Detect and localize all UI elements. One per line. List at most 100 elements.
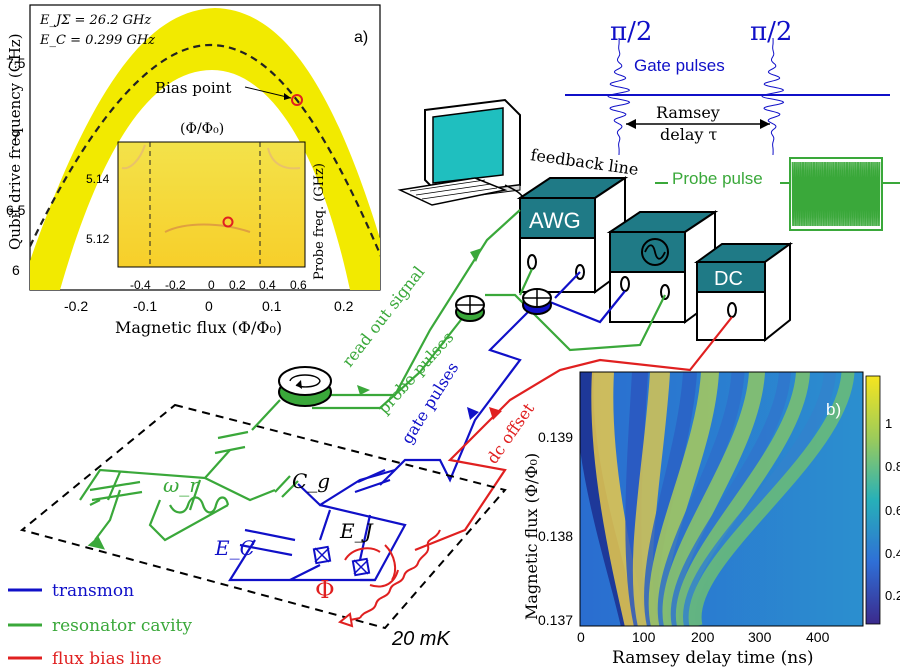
- instrument-dc: DC: [693, 242, 794, 343]
- legend-resonator: resonator cavity: [52, 616, 192, 636]
- bias-point-marker: [291, 94, 303, 106]
- inset-plot: (Φ/Φ₀) 5.14 5.12 -0.4 -0.2 0 0.2 0.4 0.6…: [86, 121, 327, 292]
- xtick-0-2: 0.2: [334, 298, 354, 314]
- legend: transmon resonator cavity flux bias line: [8, 581, 192, 669]
- cbar-tick: 0.4: [885, 546, 900, 561]
- inset-right-branch: [267, 147, 301, 170]
- probe-route: [312, 301, 476, 410]
- circulator: [278, 366, 332, 407]
- cryostat-boundary: [19, 403, 507, 630]
- ramsey-fringes: [580, 372, 855, 626]
- panel-b-yticks: 0.139 0.138 0.137: [538, 429, 573, 628]
- inset-bias-marker: [222, 216, 234, 228]
- flux-line: [414, 316, 733, 552]
- gate-source-link: [544, 290, 626, 324]
- inset-left-branch: [121, 144, 146, 170]
- monitor-screen: [432, 107, 504, 184]
- pi-half-left: π/2: [610, 17, 652, 47]
- inset-xtick: -0.2: [165, 278, 186, 292]
- readout-line: [330, 209, 521, 397]
- ytick-7-5: 7.5: [6, 55, 26, 71]
- pulse-diagram: π/2 π/2 Gate pulses Ramsey delay τ Probe…: [529, 17, 900, 231]
- signal-lines: [312, 209, 733, 552]
- pi-half-right: π/2: [750, 17, 792, 47]
- cbar-tick: 1: [885, 416, 892, 431]
- ramsey-delay-label: delay τ: [660, 125, 717, 144]
- ramsey-arrow-left: [626, 119, 636, 129]
- resonator-circuit: [79, 399, 281, 550]
- dashed-spectrum-curve: [30, 43, 380, 257]
- awg-port-1: [527, 254, 537, 270]
- cg-label: C_g: [292, 469, 330, 493]
- fringe-band: [632, 372, 670, 626]
- colorbar-ticks: 1 0.8 0.6 0.4 0.2: [885, 416, 900, 603]
- panel-b-ylabel: Magnetic flux (Φ/Φ₀): [522, 453, 541, 620]
- gate-pulses-label: Gate pulses: [634, 56, 725, 75]
- inset-xtick: 0.6: [290, 278, 307, 292]
- panel-a-xlabel: Magnetic flux (Φ/Φ₀): [115, 318, 282, 337]
- ej-annotation: E_JΣ = 26.2 GHz: [39, 13, 151, 28]
- panel-b: 1 0.8 0.6 0.4 0.2 b) 0.139 0.138 0.137 M…: [522, 371, 900, 668]
- fringe-band: [688, 372, 855, 626]
- phi-label: Φ: [315, 576, 335, 604]
- ramsey-arrow-right: [760, 119, 770, 129]
- xtick-400: 400: [806, 629, 830, 645]
- ytick-0-138: 0.138: [538, 528, 573, 544]
- panel-b-frame: [579, 371, 864, 627]
- xtick-300: 300: [748, 629, 772, 645]
- xtick-0: 0: [577, 629, 585, 645]
- probe-source-link: [485, 293, 666, 352]
- panel-a-label: a): [354, 29, 368, 46]
- mixer-blue: [522, 288, 552, 315]
- legend-flux: flux bias line: [52, 649, 162, 669]
- inset-frame: [117, 141, 306, 268]
- keyboard-keys: [409, 179, 498, 200]
- ytick-6: 6: [12, 262, 20, 278]
- xtick-200: 200: [691, 629, 715, 645]
- inset-xtick: -0.4: [130, 278, 151, 292]
- panel-a-ylabel: Qubit drive frequency (GHz): [6, 33, 24, 250]
- ytick-7: 7: [12, 128, 20, 144]
- source-port-2: [660, 284, 670, 300]
- yellow-band: [30, 8, 380, 290]
- ytick-6-5: 6.5: [6, 202, 26, 218]
- awg-label: AWG: [529, 208, 581, 233]
- probe-envelope: [655, 157, 883, 231]
- panel-a: Bias point E_JΣ = 26.2 GHz E_C = 0.299 G…: [6, 4, 381, 337]
- omega-r-label: ω_r: [163, 473, 200, 497]
- inset-ytick-512: 5.12: [86, 232, 110, 246]
- ec-annotation: E_C = 0.299 GHz: [39, 33, 155, 48]
- bias-arrow: [244, 86, 292, 99]
- inset-title: (Φ/Φ₀): [180, 121, 224, 137]
- probe-trace: [791, 161, 881, 227]
- probe-oscillation: [791, 161, 881, 227]
- xtick-m0-2: -0.2: [64, 298, 88, 314]
- dc-port: [727, 302, 737, 318]
- ytick-0-137: 0.137: [538, 612, 573, 628]
- mixer-green: [455, 295, 485, 322]
- panel-a-yticks: 6 6.5 7 7.5: [6, 55, 26, 278]
- gate-pulse-left: [607, 38, 631, 155]
- cbar-tick: 0.2: [885, 588, 900, 603]
- cbar-tick: 0.6: [885, 503, 900, 518]
- sine-source-icon: [641, 238, 669, 266]
- josephson-junction-2: [351, 557, 371, 577]
- circuit: ω_r C_g E_J E_C Φ 20 mK: [19, 399, 507, 650]
- computer: [397, 98, 526, 206]
- legend-transmon: transmon: [52, 581, 134, 601]
- probe-pulse-label: Probe pulse: [672, 169, 763, 188]
- ramsey-label: Ramsey: [656, 103, 720, 122]
- feedback-line-label: feedback line: [529, 145, 639, 179]
- panel-b-label: b): [826, 400, 841, 419]
- pulse-trace: [607, 38, 631, 155]
- flux-coil: [337, 529, 441, 628]
- inset-xtick: 0: [208, 278, 215, 292]
- gate-line: [379, 309, 531, 486]
- pulse-trace: [761, 38, 785, 155]
- inset-ylabel: Probe freq. (GHz): [312, 163, 327, 280]
- inset-xtick: 0.4: [259, 278, 276, 292]
- ec-label: E_C: [214, 536, 255, 560]
- temperature-label: 20 mK: [391, 628, 451, 650]
- fringe-band: [662, 372, 765, 626]
